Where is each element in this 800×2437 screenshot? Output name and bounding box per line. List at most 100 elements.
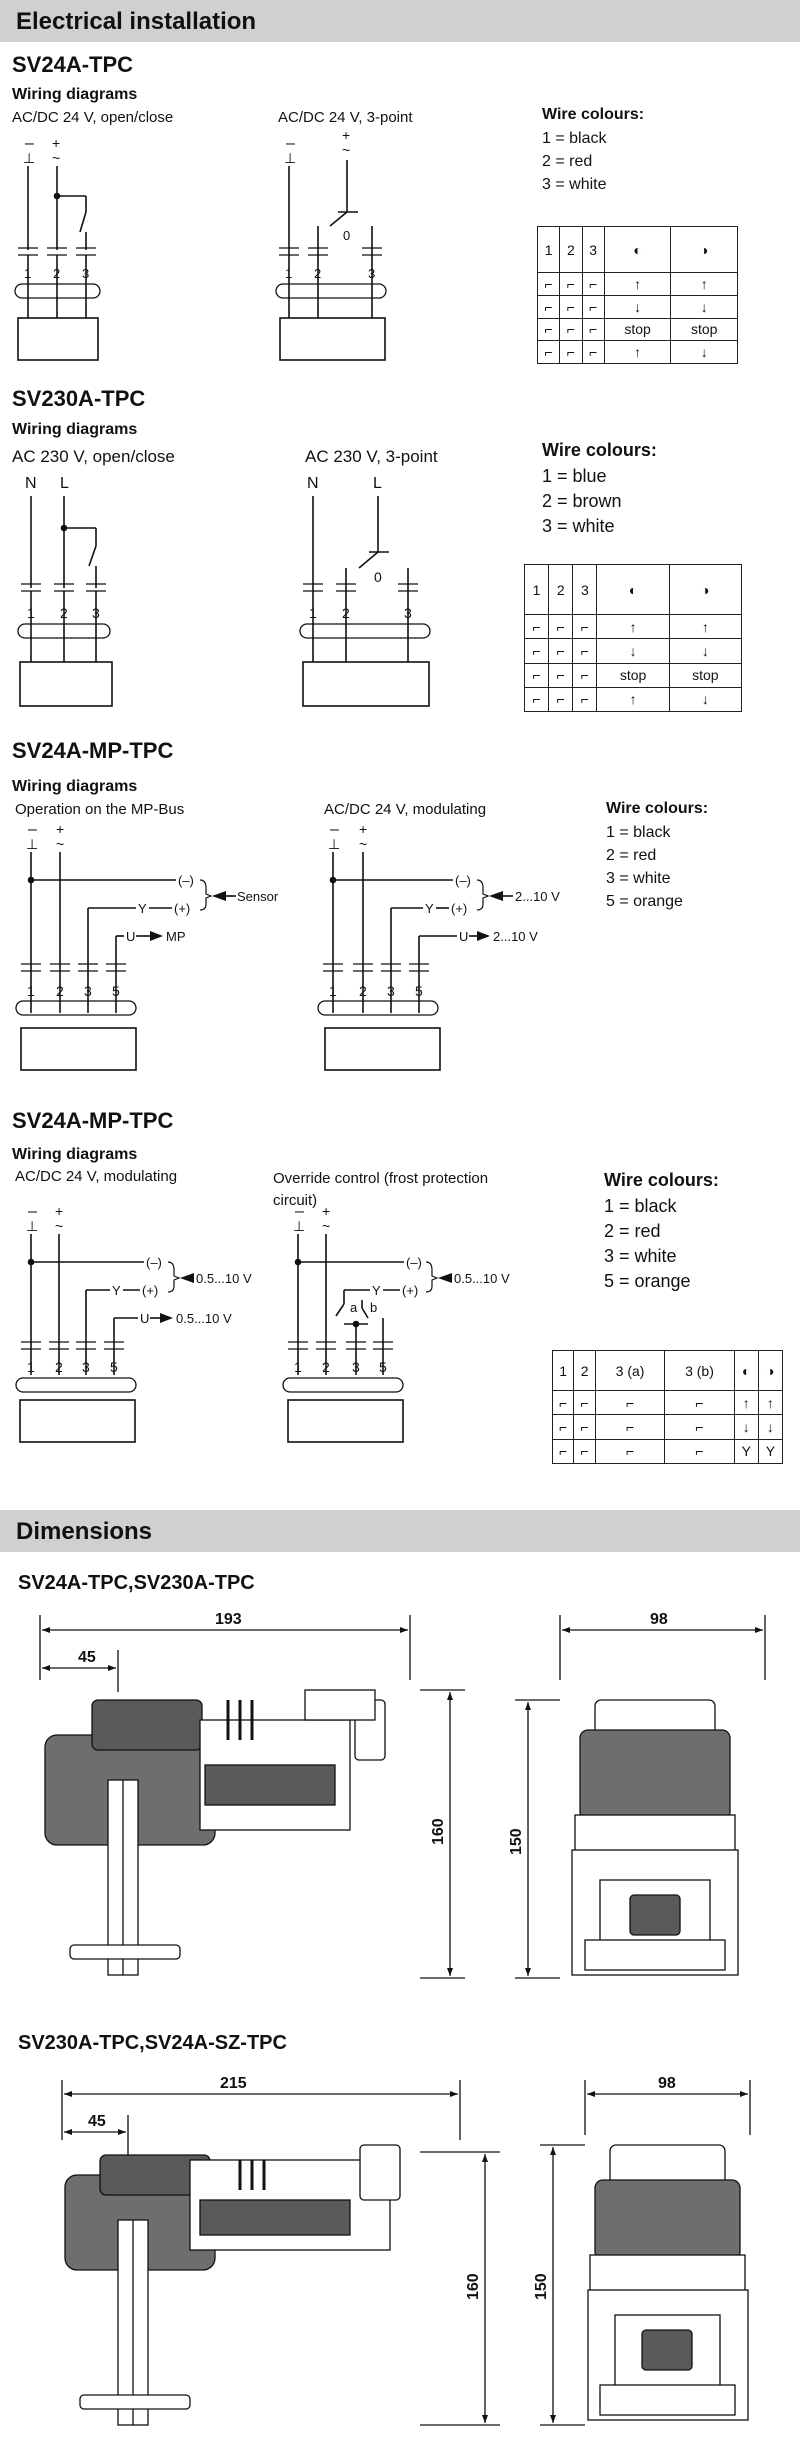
range-label: 0.5...10 V [176,1311,232,1326]
ground-symbol: ⊥ [284,150,296,166]
range-label: 0.5...10 V [196,1271,252,1286]
terminal-label: 5 [112,983,120,999]
pos-terminal-label: (+) [451,901,467,916]
wiring-diagram-3-point: N L 0 1 2 3 [299,475,431,707]
terminal-label: 2 [55,1359,63,1375]
terminal-label: 5 [110,1359,118,1375]
neg-terminal-label: (–) [178,873,194,888]
y-cell: Y [733,1438,759,1465]
switch-a-label: a [350,1300,358,1315]
wire-colours-legend: Wire colours: 1 = black 2 = red 3 = whit… [606,800,708,913]
terminal-label: 3 [352,1359,360,1375]
table-header-cell: 3 [572,564,598,615]
dim-front-height: 150 [533,2273,550,2300]
terminal-label: 2 [314,266,321,281]
wiring-diagram-modulating: – ⊥ + ~ (–) Y (+) 0.5...10 V U 0.5...10 … [15,1203,252,1443]
ground-symbol: ⊥ [328,836,340,852]
live-label: L [373,475,382,492]
wiring-diagram-override: – ⊥ + ~ (–) Y (+) 0.5...10 V a b 1 2 3 5 [282,1203,510,1443]
mp-label: MP [166,929,186,944]
terminal-label: 1 [285,266,292,281]
neutral-label: N [25,475,37,492]
rotation-icon-cell: ◐ [603,226,672,273]
stop-cell: stop [596,662,670,688]
model-title: SV24A-MP-TPC [12,1108,174,1133]
table-header-cell: 2 [548,564,574,615]
section-header-dimensions: Dimensions [0,1510,800,1552]
rotation-icon-cell: ◑ [668,564,743,615]
terminal-label: 1 [329,983,337,999]
terminal-label: 5 [415,983,423,999]
wire-colour-item: 1 = blue [542,466,607,486]
terminal-label: 3 [82,266,89,281]
terminal-label: 2 [359,983,367,999]
diagram-caption: AC/DC 24 V, modulating [324,801,487,818]
actuator-front-view [571,1699,739,1976]
terminal-label: 2 [322,1359,330,1375]
minus-symbol: – [295,1203,304,1220]
wire-colour-item: 2 = red [542,153,593,170]
dimension-drawing-2: 215 45 160 98 150 [61,2075,751,2426]
wiring-diagram-3-point: – ⊥ + ~ 0 1 2 3 [275,130,387,361]
wiring-diagram-open-close: – ⊥ + ~ 1 2 3 [14,135,101,361]
terminal-label: 1 [24,266,31,281]
table-header-cell: 1 [523,564,550,615]
model-title: SV24A-MP-TPC [12,738,174,763]
diagram-caption: AC/DC 24 V, open/close [12,109,174,126]
pos-terminal-label: (+) [402,1283,418,1298]
ac-symbol: ~ [359,836,367,852]
ac-symbol: ~ [342,142,350,158]
u-signal-label: U [126,929,135,944]
dim-height: 160 [430,1818,447,1845]
wiring-diagram-modulating: – ⊥ + ~ (–) Y (+) 2...10 V U 2...10 V 1 … [317,821,560,1071]
dimension-title: SV24A-TPC,SV230A-TPC [18,1572,255,1594]
minus-symbol: – [286,135,295,152]
terminal-label: 2 [53,266,60,281]
diagram-caption: AC/DC 24 V, modulating [15,1168,178,1185]
actuator-side-view [44,1689,386,1976]
wire-colours-legend: Wire colours: 1 = black 2 = red 3 = whit… [542,106,644,196]
model-title: SV24A-TPC [12,52,134,77]
wire-colour-item: 5 = orange [606,893,683,910]
wire-colours-title: Wire colours: [542,106,645,123]
dim-width: 193 [215,1611,242,1628]
table-header-cell: 3 (b) [664,1350,735,1391]
wiring-heading: Wiring diagrams [12,421,138,438]
y-signal-label: Y [112,1283,121,1298]
diagram-caption: AC 230 V, open/close [12,447,175,466]
terminal-label: 1 [27,1359,35,1375]
plus-symbol: + [322,1203,330,1219]
wire-colours-title: Wire colours: [542,440,657,460]
dimension-title: SV230A-TPC,SV24A-SZ-TPC [18,2032,287,2054]
terminal-label: 3 [82,1359,90,1375]
wiring-diagram-mp-bus: – ⊥ + ~ (–) Y (+) Sensor U MP 1 2 3 5 [15,821,279,1071]
neg-terminal-label: (–) [455,873,471,888]
rotation-icon-cell: ◐ [596,564,670,615]
ac-symbol: ~ [56,836,64,852]
ground-symbol: ⊥ [293,1218,305,1234]
model-title: SV230A-TPC [12,386,146,411]
terminal-label: 2 [60,605,68,621]
wiring-heading: Wiring diagrams [12,1146,138,1163]
section-title: Electrical installation [16,8,257,35]
minus-symbol: – [330,821,339,838]
wire-colours-legend: Wire colours: 1 = black 2 = red 3 = whit… [604,1170,719,1294]
plus-symbol: + [55,1203,63,1219]
range-label: 0.5...10 V [454,1271,510,1286]
dimension-drawing-1: 193 45 160 98 150 [39,1611,766,1979]
terminal-label: 1 [27,983,35,999]
wire-colours-legend: Wire colours: 1 = blue 2 = brown 3 = whi… [542,440,657,539]
terminal-label: 3 [84,983,92,999]
wire-colour-item: 1 = black [542,130,607,147]
stop-cell: stop [668,662,743,688]
terminal-label: 1 [294,1359,302,1375]
u-signal-label: U [140,1311,149,1326]
section-header-electrical: Electrical installation [0,0,800,42]
wire-colour-item: 2 = brown [542,491,622,511]
minus-symbol: – [28,821,37,838]
plus-symbol: + [52,135,60,151]
rotation-icon-cell: ◑ [757,1350,784,1391]
